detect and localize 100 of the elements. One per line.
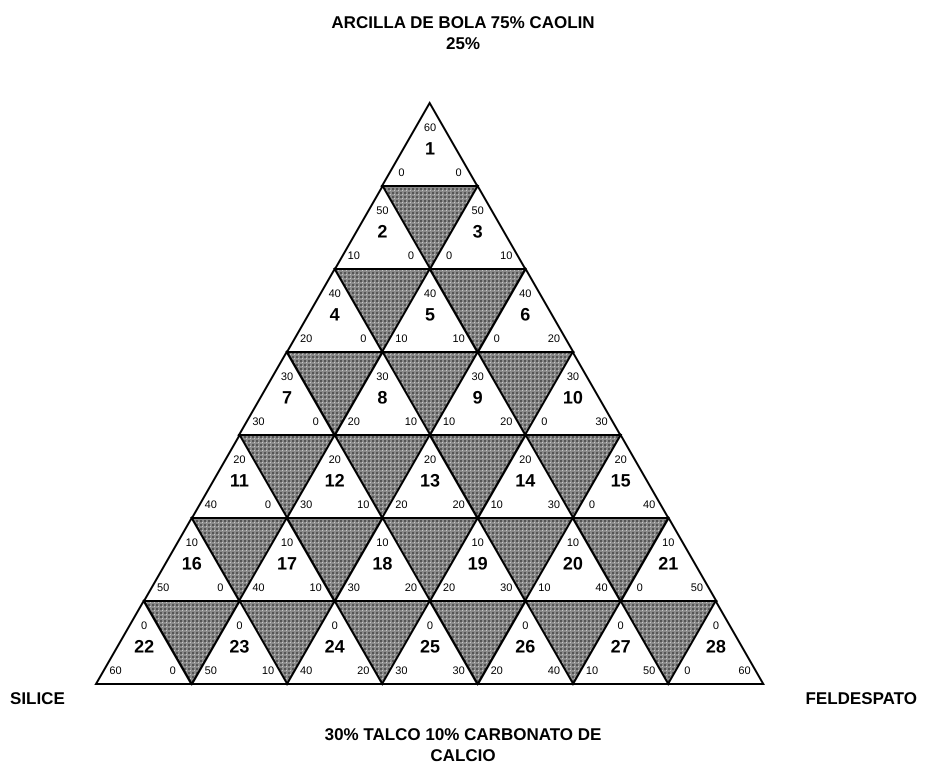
right-value: 40	[548, 664, 560, 677]
triangle-cell	[287, 435, 382, 518]
top-value: 30	[280, 370, 294, 383]
triangle-number: 17	[277, 554, 298, 574]
triangle-cell	[382, 435, 478, 518]
top-value: 10	[280, 536, 294, 549]
top-value: 40	[424, 288, 436, 300]
right-value: 50	[643, 664, 656, 677]
top-value: 30	[566, 370, 580, 383]
triangle-number: 1	[424, 140, 435, 159]
triangle-number: 27	[610, 638, 631, 657]
triangle-cell	[192, 435, 288, 518]
top-value: 20	[519, 454, 532, 466]
right-value: 0	[360, 332, 366, 345]
triangle-cell	[572, 601, 668, 684]
top-value: 40	[519, 288, 532, 300]
triangle-cell	[334, 186, 430, 269]
triangle-cell	[430, 352, 526, 435]
left-value: 30	[252, 416, 265, 428]
top-value: 30	[472, 370, 484, 383]
triangle-number: 16	[182, 554, 202, 574]
top-value: 10	[376, 536, 388, 549]
left-value: 0	[636, 582, 643, 594]
top-value: 10	[566, 536, 580, 549]
left-value: 10	[395, 332, 408, 345]
triangle-number: 6	[520, 306, 530, 325]
triangle-number: 21	[658, 554, 678, 574]
triangle-cell	[525, 352, 621, 435]
right-value: 50	[690, 582, 703, 594]
top-value: 0	[426, 620, 434, 632]
triangle-number: 10	[562, 388, 583, 408]
left-value: 30	[300, 498, 312, 511]
left-value: 40	[204, 498, 217, 511]
triangle-number: 2	[377, 222, 388, 242]
left-value: 10	[490, 498, 503, 511]
right-value: 0	[408, 250, 414, 262]
top-value: 50	[472, 204, 484, 217]
top-value: 60	[424, 122, 436, 134]
triangle-cell	[620, 518, 716, 601]
left-value: 50	[204, 664, 217, 677]
top-value: 20	[233, 454, 246, 466]
right-value: 0	[170, 664, 176, 677]
right-value: 20	[452, 498, 465, 511]
right-value: 10	[357, 498, 370, 511]
triangle-cell	[239, 352, 335, 435]
right-value: 20	[500, 416, 512, 428]
right-value: 30	[452, 664, 465, 677]
top-value: 30	[376, 370, 388, 383]
triangle-number: 23	[229, 638, 250, 657]
triangle-number: 9	[472, 388, 483, 408]
top-value: 20	[614, 454, 627, 466]
triangle-cell	[334, 518, 430, 601]
right-value: 0	[312, 416, 319, 428]
triangle-number: 12	[324, 472, 345, 491]
top-value: 0	[236, 620, 242, 632]
triangle-number: 22	[134, 638, 154, 657]
left-value: 30	[348, 582, 360, 594]
right-value: 30	[595, 416, 608, 428]
triangle-cell	[430, 186, 526, 269]
right-value: 0	[264, 498, 272, 511]
triangle-number: 15	[610, 472, 631, 491]
triangle-cell	[478, 435, 573, 518]
left-value: 10	[538, 582, 550, 594]
corner-label: FELDESPATO	[804, 688, 917, 709]
left-value: 0	[588, 498, 596, 511]
triangle-number: 26	[515, 638, 536, 657]
triangle-cell	[478, 601, 573, 684]
left-value: 20	[395, 498, 408, 511]
triangle-number: 8	[377, 388, 388, 408]
top-value: 0	[618, 620, 624, 632]
right-value: 30	[548, 498, 560, 511]
triangle-number: 25	[420, 638, 440, 657]
triangle-cell	[192, 601, 288, 684]
triangle-cell	[382, 269, 478, 352]
triangle-cell	[287, 601, 382, 684]
top-value: 10	[472, 536, 484, 549]
top-value: 0	[712, 620, 719, 632]
triangle-cell	[430, 518, 526, 601]
triangle-number: 24	[324, 638, 345, 657]
triangle-number: 18	[372, 554, 392, 574]
left-value: 20	[490, 664, 503, 677]
left-value: 20	[442, 582, 456, 594]
right-value: 10	[500, 250, 512, 262]
triangle-number: 3	[472, 222, 483, 242]
left-value: 20	[348, 416, 360, 428]
left-value: 0	[494, 332, 500, 345]
triangle-number: 28	[706, 638, 726, 657]
apex-label: ARCILLA DE BOLA 75% CAOLIN 25%	[330, 12, 596, 54]
left-value: 0	[446, 250, 452, 262]
triangle-number: 5	[424, 306, 435, 325]
triangle-cell	[334, 352, 430, 435]
triangle-number: 14	[515, 472, 536, 491]
left-value: 40	[252, 582, 265, 594]
triangle-cell	[382, 601, 478, 684]
corner-label: SILICE	[10, 688, 66, 709]
left-value: 40	[300, 664, 312, 677]
right-value: 20	[404, 582, 418, 594]
left-value: 50	[157, 582, 170, 594]
right-value: 0	[456, 166, 462, 179]
left-value: 10	[586, 664, 598, 677]
